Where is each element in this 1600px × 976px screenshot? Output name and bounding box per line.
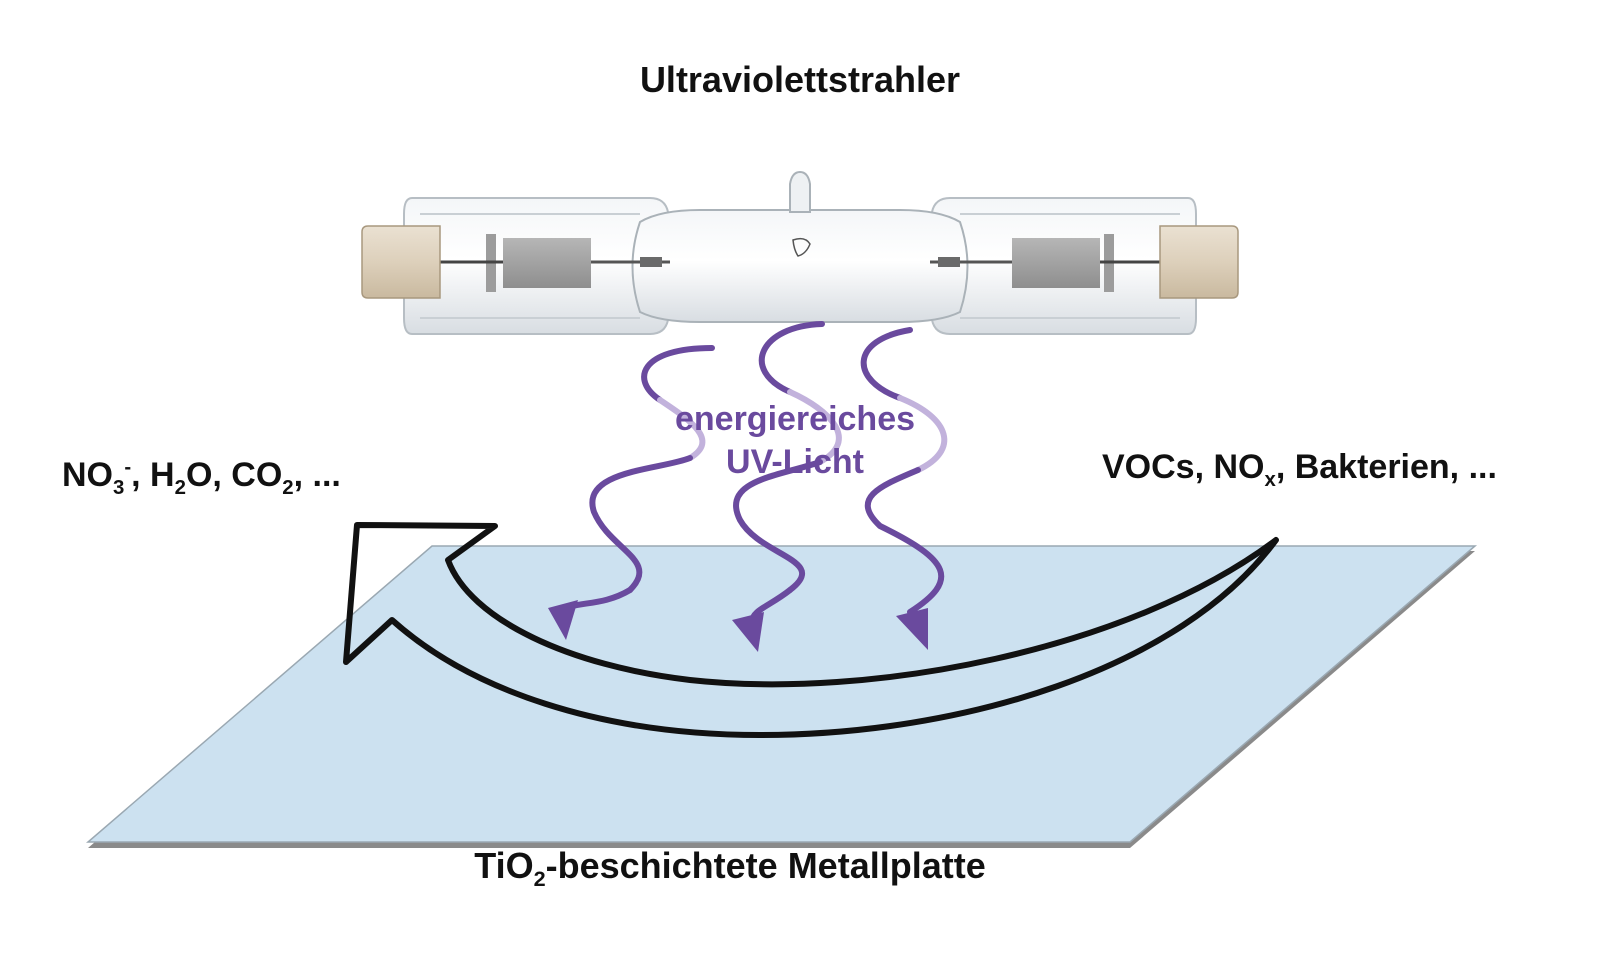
plate-label-b: -beschichtete Metallplatte [545, 845, 986, 886]
plate-label: TiO2-beschichtete Metallplatte [0, 845, 1460, 890]
wavy-arrow-icon [860, 327, 913, 401]
products-h2o-sub: 2 [174, 476, 186, 499]
uv-lamp-icon [361, 170, 1239, 335]
plate-label-a: TiO [474, 845, 534, 886]
uv-light-label: energiereiches UV-Licht [630, 398, 960, 483]
plate-surface [85, 545, 1478, 843]
products-tail: , ... [293, 456, 341, 494]
reactants-a: VOCs, NO [1102, 448, 1265, 486]
curved-arrow-icon [343, 522, 1279, 738]
products-label: NO3-, H2O, CO2, ... [62, 456, 341, 498]
products-no3-sub: 3 [113, 476, 125, 499]
products-no3-sup: - [124, 456, 132, 479]
reactants-b: , Bakterien, ... [1275, 448, 1497, 486]
uv-light-line2: UV-Licht [726, 442, 864, 481]
products-no3: NO [62, 456, 113, 494]
products-h2o-a: , H [131, 456, 175, 494]
uv-wave-arrows [548, 321, 948, 652]
lamp-title: Ultraviolettstrahler [639, 59, 961, 100]
reactants-x-sub: x [1264, 468, 1276, 491]
wavy-arrow-icon [758, 321, 825, 395]
reactants-label: VOCs, NOx, Bakterien, ... [1102, 448, 1497, 490]
products-h2o-b: O, CO [185, 456, 283, 494]
plate-label-sub: 2 [533, 866, 546, 892]
tio2-plate [85, 545, 1478, 848]
wavy-arrow-icon [641, 345, 715, 403]
products-co2-sub: 2 [282, 476, 294, 499]
uv-light-line1: energiereiches [674, 400, 916, 438]
